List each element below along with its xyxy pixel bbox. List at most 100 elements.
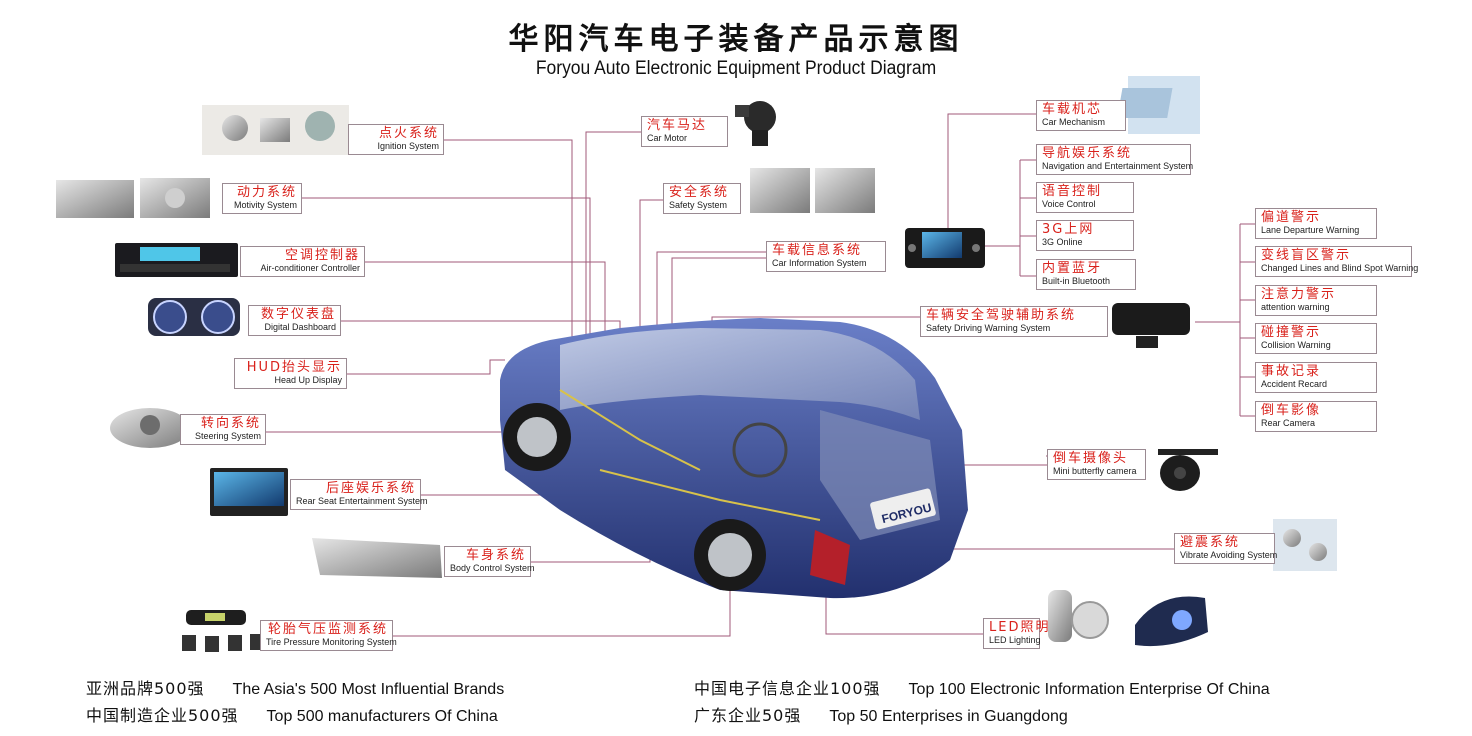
footer-award-china-500-en: Top 500 manufacturers Of China	[266, 708, 498, 725]
label-body-control[interactable]: 车身系统 Body Control System	[444, 546, 535, 577]
title-english: Foryou Auto Electronic Equipment Product…	[535, 58, 937, 79]
rear-seat-screen-image	[210, 468, 288, 516]
label-ignition-system[interactable]: 点火系统 Ignition System	[348, 124, 444, 155]
label-attention-warning-en: attention warning	[1261, 302, 1330, 312]
car-brand-plate: FORYOU	[880, 500, 933, 526]
label-car-information-system[interactable]: 车载信息系统 Car Information System	[766, 241, 886, 272]
footer-award-asia-500-en: The Asia's 500 Most Influential Brands	[232, 681, 505, 698]
label-rear-camera-en: Rear Camera	[1261, 418, 1316, 428]
label-navigation-entertainment[interactable]: 导航娱乐系统 Navigation and Entertainment Syst…	[1036, 144, 1194, 175]
label-car-mechanism-cn: 车载机芯	[1042, 102, 1103, 117]
label-safety-driving-warning-cn: 车辆安全驾驶辅助系统	[926, 308, 1077, 323]
car-motor-image	[735, 101, 776, 146]
label-blind-spot-warning-en: Changed Lines and Blind Spot Warning	[1261, 263, 1419, 273]
footer-award-electronic-100-en: Top 100 Electronic Information Enterpris…	[908, 681, 1270, 698]
tire-pressure-kit-image	[182, 610, 260, 652]
label-blind-spot-warning[interactable]: 变线盲区警示 Changed Lines and Blind Spot Warn…	[1255, 246, 1419, 277]
label-rear-seat-entertainment[interactable]: 后座娱乐系统 Rear Seat Entertainment System	[290, 479, 428, 510]
label-aircon-controller[interactable]: 空调控制器 Air-conditioner Controller	[240, 246, 365, 277]
label-aircon-controller-cn: 空调控制器	[284, 248, 360, 263]
label-safety-system[interactable]: 安全系统 Safety System	[663, 183, 741, 214]
footer-award-asia-500: 亚洲品牌500强 The Asia's 500 Most Influential …	[86, 675, 504, 699]
ignition-parts-image	[202, 105, 349, 155]
warning-camera-image	[1112, 303, 1190, 348]
label-collision-warning-en: Collision Warning	[1261, 340, 1331, 350]
label-3g-online-en: 3G Online	[1042, 237, 1083, 247]
label-mini-butterfly-camera[interactable]: 倒车摄像头 Mini butterfly camera	[1047, 449, 1146, 480]
footer-award-electronic-100: 中国电子信息企业100强 Top 100 Electronic Informati…	[694, 675, 1270, 699]
label-accident-record[interactable]: 事故记录 Accident Recard	[1255, 362, 1377, 393]
label-ignition-system-cn: 点火系统	[378, 126, 439, 141]
label-hud-cn: HUD抬头显示	[246, 360, 342, 375]
car-illustration: FORYOU	[500, 318, 968, 599]
label-digital-dashboard[interactable]: 数字仪表盘 Digital Dashboard	[248, 305, 341, 336]
label-car-information-system-cn: 车载信息系统	[772, 243, 863, 258]
label-tire-pressure[interactable]: 轮胎气压监测系统 Tire Pressure Monitoring System	[260, 620, 397, 651]
label-vibrate-avoiding[interactable]: 避震系统 Vibrate Avoiding System	[1174, 533, 1278, 564]
label-motivity-system[interactable]: 动力系统 Motivity System	[222, 183, 302, 214]
motivity-parts-image	[56, 178, 210, 218]
label-vibrate-avoiding-en: Vibrate Avoiding System	[1180, 550, 1278, 560]
mini-butterfly-camera-image	[1158, 449, 1218, 491]
label-car-information-system-en: Car Information System	[772, 258, 867, 268]
title-chinese: 华阳汽车电子装备产品示意图	[508, 22, 964, 57]
label-body-control-en: Body Control System	[450, 563, 535, 573]
label-blind-spot-warning-cn: 变线盲区警示	[1261, 248, 1352, 263]
vibrate-parts-image	[1273, 519, 1337, 571]
label-lane-departure-warning[interactable]: 偏道警示 Lane Departure Warning	[1255, 208, 1377, 239]
label-3g-online[interactable]: 3G上网 3G Online	[1036, 220, 1134, 251]
body-control-part-image	[312, 538, 442, 578]
label-aircon-controller-en: Air-conditioner Controller	[260, 263, 360, 273]
label-digital-dashboard-cn: 数字仪表盘	[260, 307, 336, 322]
label-lane-departure-warning-en: Lane Departure Warning	[1261, 225, 1360, 235]
footer-award-asia-500-cn: 亚洲品牌500强	[86, 679, 205, 698]
label-3g-online-cn: 3G上网	[1042, 222, 1095, 237]
label-car-mechanism-en: Car Mechanism	[1042, 117, 1106, 127]
label-voice-control-cn: 语音控制	[1042, 184, 1103, 199]
label-led-lighting-en: LED Lighting	[989, 635, 1041, 645]
label-mini-butterfly-camera-cn: 倒车摄像头	[1053, 451, 1129, 466]
footer-award-guangdong-50: 广东企业50强 Top 50 Enterprises in Guangdong	[694, 702, 1068, 726]
label-car-mechanism[interactable]: 车载机芯 Car Mechanism	[1036, 100, 1126, 131]
label-vibrate-avoiding-cn: 避震系统	[1180, 535, 1241, 550]
label-attention-warning[interactable]: 注意力警示 attention warning	[1255, 285, 1377, 316]
led-lighting-image	[1048, 590, 1208, 647]
label-mini-butterfly-camera-en: Mini butterfly camera	[1053, 466, 1137, 476]
label-led-lighting[interactable]: LED照明 LED Lighting	[983, 618, 1051, 649]
steering-part-image	[110, 408, 190, 448]
car-mechanism-image	[1117, 76, 1200, 134]
label-voice-control[interactable]: 语音控制 Voice Control	[1036, 182, 1134, 213]
safety-system-image	[750, 168, 875, 213]
label-navigation-entertainment-en: Navigation and Entertainment System	[1042, 161, 1194, 171]
label-built-in-bluetooth[interactable]: 内置蓝牙 Built-in Bluetooth	[1036, 259, 1136, 290]
label-steering-system[interactable]: 转向系统 Steering System	[180, 414, 266, 445]
label-safety-driving-warning[interactable]: 车辆安全驾驶辅助系统 Safety Driving Warning System	[920, 306, 1108, 337]
digital-dashboard-image	[148, 298, 240, 336]
label-car-motor[interactable]: 汽车马达 Car Motor	[641, 116, 728, 147]
label-collision-warning[interactable]: 碰撞警示 Collision Warning	[1255, 323, 1377, 354]
label-rear-seat-entertainment-cn: 后座娱乐系统	[325, 481, 416, 496]
aircon-controller-image	[115, 243, 238, 277]
footer-award-china-500-cn: 中国制造企业500强	[86, 706, 239, 725]
label-accident-record-cn: 事故记录	[1261, 364, 1322, 379]
label-led-lighting-cn: LED照明	[989, 620, 1051, 635]
footer-award-electronic-100-cn: 中国电子信息企业100强	[694, 679, 881, 698]
label-rear-seat-entertainment-en: Rear Seat Entertainment System	[296, 496, 428, 506]
label-tire-pressure-cn: 轮胎气压监测系统	[267, 622, 388, 637]
label-built-in-bluetooth-en: Built-in Bluetooth	[1042, 276, 1111, 286]
footer-award-guangdong-50-cn: 广东企业50强	[694, 706, 802, 725]
car-info-headunit-image	[905, 228, 985, 268]
label-accident-record-en: Accident Recard	[1261, 379, 1328, 389]
label-hud[interactable]: HUD抬头显示 Head Up Display	[234, 358, 347, 389]
label-collision-warning-cn: 碰撞警示	[1261, 325, 1322, 340]
label-rear-camera[interactable]: 倒车影像 Rear Camera	[1255, 401, 1377, 432]
label-safety-system-en: Safety System	[669, 200, 728, 210]
label-built-in-bluetooth-cn: 内置蓝牙	[1042, 261, 1103, 276]
label-safety-system-cn: 安全系统	[669, 185, 730, 200]
label-motivity-system-cn: 动力系统	[236, 185, 297, 200]
label-car-motor-cn: 汽车马达	[647, 118, 708, 133]
label-digital-dashboard-en: Digital Dashboard	[264, 322, 336, 332]
footer-award-guangdong-50-en: Top 50 Enterprises in Guangdong	[829, 708, 1068, 725]
